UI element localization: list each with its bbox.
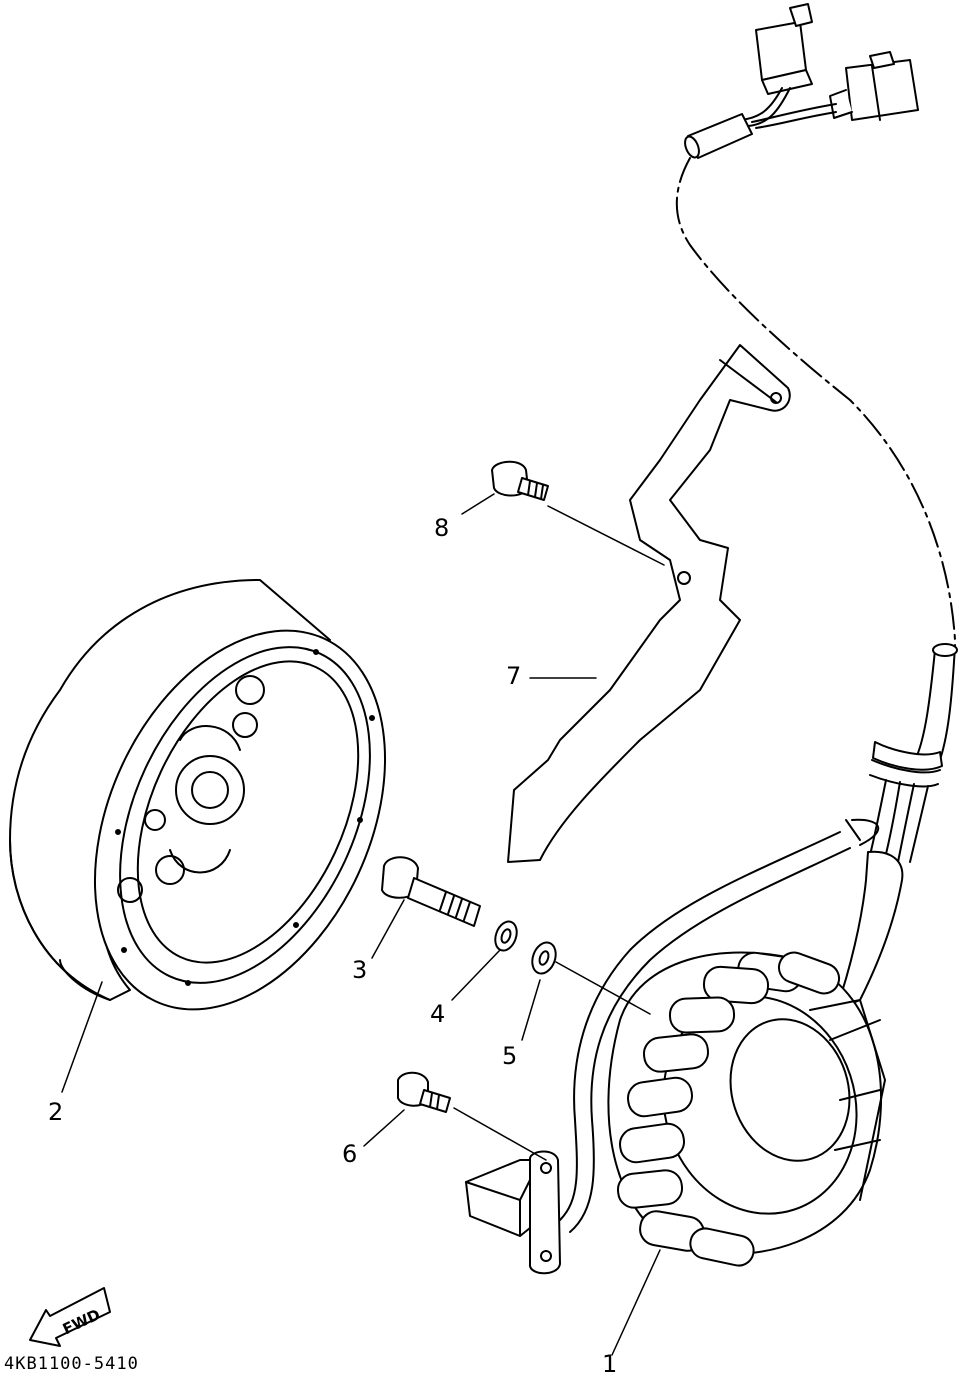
callout-5: 5 <box>502 1042 518 1070</box>
bolt-8 <box>491 460 549 501</box>
pickup-coil <box>465 1150 561 1275</box>
callout-4: 4 <box>430 1000 446 1028</box>
callout-2: 2 <box>48 1098 64 1126</box>
callout-1: 1 <box>602 1350 618 1378</box>
washer-4 <box>494 920 518 952</box>
callout-8: 8 <box>434 514 450 542</box>
harness-connectors <box>684 3 919 159</box>
harness-wire <box>675 157 956 641</box>
pickup-coil-lead <box>559 831 841 1221</box>
screw-6 <box>397 1071 451 1113</box>
drawing-code: 4KB1100-5410 <box>4 1354 139 1374</box>
stator-coil <box>607 951 886 1267</box>
leader-lines <box>61 493 665 1356</box>
pickup-bracket <box>507 344 791 863</box>
callout-6: 6 <box>342 1140 358 1168</box>
rotor-flywheel <box>9 579 387 1011</box>
wire-grommet <box>835 643 958 1011</box>
bolt-3 <box>381 856 481 927</box>
fwd-arrow-icon: FWD <box>29 1287 111 1347</box>
callout-3: 3 <box>352 956 368 984</box>
washer-5 <box>531 941 557 975</box>
callout-7: 7 <box>506 662 522 690</box>
